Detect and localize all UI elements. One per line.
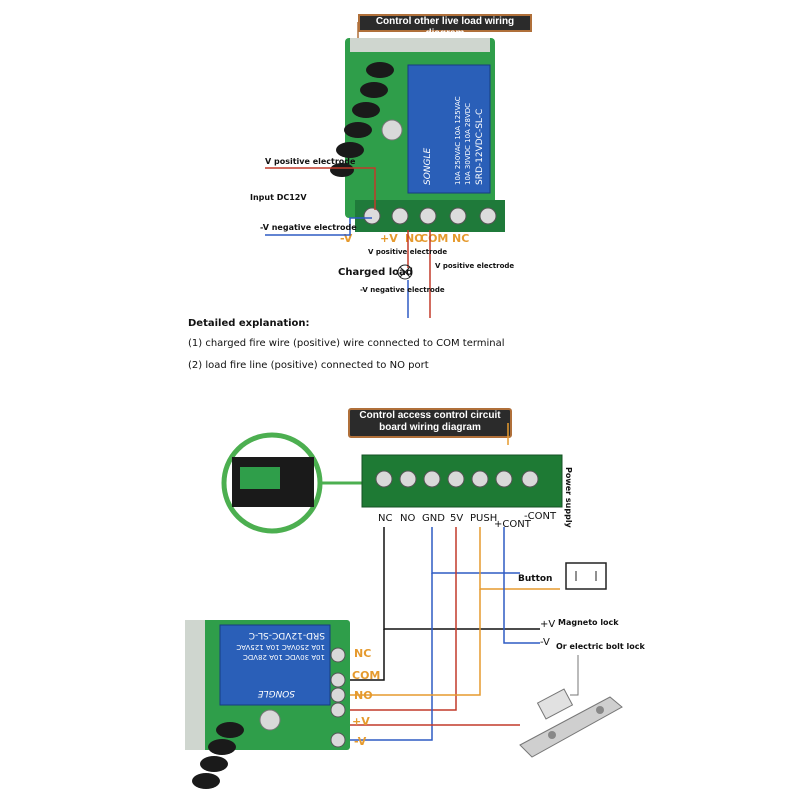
magneto-lock-label: Magneto lock: [558, 618, 619, 627]
relay-module-antenna: [192, 722, 244, 789]
load-bottom-label: -V negative electrode: [360, 286, 445, 294]
board-screws: [375, 470, 539, 488]
svg-text:NC: NC: [378, 513, 392, 524]
svg-text:-CONT: -CONT: [524, 511, 557, 522]
negative-wire: [265, 217, 372, 236]
bottom-wiring-diagram: Power supply NC NO GND 5V PUSH +CONT -CO…: [185, 423, 645, 789]
svg-text:SONGLE: SONGLE: [423, 147, 433, 185]
terminal-screws: [363, 207, 497, 225]
svg-text:10A 30VDC 10A 28VDC: 10A 30VDC 10A 28VDC: [464, 103, 472, 185]
svg-text:SRD-12VDC-SL-C: SRD-12VDC-SL-C: [249, 630, 325, 640]
relay-module-header: [185, 620, 205, 750]
bottom-title-line1: Control access control circuit: [359, 410, 501, 421]
capacitor: [381, 119, 403, 141]
power-supply-label: Power supply: [564, 467, 573, 529]
lock-leader: [570, 655, 579, 696]
svg-text:10A 250VAC 10A 125VAC: 10A 250VAC 10A 125VAC: [454, 96, 462, 185]
svg-text:GND: GND: [422, 513, 445, 524]
svg-text:NC: NC: [452, 232, 469, 245]
board-photo-pcb: [240, 467, 280, 489]
svg-text:10A 30VDC 10A 28VDC: 10A 30VDC 10A 28VDC: [243, 653, 325, 661]
explanation-item-1: (1) charged fire wire (positive) wire co…: [188, 338, 505, 349]
relay-label: SONGLE 10A 250VAC 10A 125VAC 10A 30VDC 1…: [423, 96, 485, 185]
label-v-positive: V positive electrode: [265, 157, 356, 166]
svg-text:NO: NO: [400, 513, 415, 524]
top-diagram-title: Control other live load wiring diagram: [358, 14, 532, 39]
relay-module-screws: [330, 647, 346, 748]
charged-load-icon: [397, 264, 413, 280]
label-v-negative: -V negative electrode: [260, 223, 357, 232]
svg-text:10A 250VAC 10A 125VAC: 10A 250VAC 10A 125VAC: [236, 643, 325, 651]
relay-module-relay: [219, 624, 331, 706]
wire-gnd-blue: [431, 527, 520, 574]
explanation-heading: Detailed explanation:: [188, 318, 310, 329]
svg-text:-V: -V: [340, 232, 353, 245]
button-icon: [565, 562, 607, 590]
svg-text:PUSH: PUSH: [470, 513, 497, 524]
svg-text:COM: COM: [352, 669, 380, 682]
svg-text:COM: COM: [420, 232, 448, 245]
wire-cont-blue: [503, 527, 540, 644]
wire-push-to-relay: [350, 589, 481, 696]
minus-v-label: -V: [540, 637, 550, 648]
svg-text:-V: -V: [354, 735, 367, 748]
relay-module-capacitor: [259, 709, 281, 731]
wire-5v-red: [350, 527, 457, 711]
svg-text:NO: NO: [354, 689, 373, 702]
positive-wire: [265, 167, 376, 210]
explanation-item-2: (2) load fire line (positive) connected …: [188, 360, 429, 371]
label-input-dc12v: Input DC12V: [250, 193, 307, 202]
svg-text:NO: NO: [405, 232, 424, 245]
wire-nc-to-com: [350, 629, 385, 681]
svg-text:NC: NC: [354, 647, 371, 660]
com-positive-label: V positive electrode: [435, 262, 514, 270]
antenna-coil: [330, 62, 394, 177]
wire-nc-black: [383, 527, 540, 630]
wire-gnd-to-relay: [350, 573, 433, 741]
terminal-labels: -V +V NO COM NC: [340, 232, 469, 245]
electric-bolt-lock-icon: [519, 688, 623, 758]
svg-text:+V: +V: [352, 715, 370, 728]
bottom-diagram-title: Control access control circuit board wir…: [348, 408, 512, 438]
load-top-label: V positive electrode: [368, 248, 447, 256]
svg-text:SONGLE: SONGLE: [257, 688, 295, 698]
board-terminal-labels: NC NO GND 5V PUSH +CONT -CONT: [378, 511, 557, 530]
relay-block: [407, 64, 491, 194]
pcb-header: [350, 38, 490, 52]
svg-text:+V: +V: [380, 232, 398, 245]
relay-terminal-labels: NC COM NO +V -V: [352, 647, 380, 748]
relay-module-text: SRD-12VDC-SL-C 10A 250VAC 10A 125VAC 10A…: [236, 630, 325, 698]
svg-text:+CONT: +CONT: [494, 519, 532, 530]
svg-text:5V: 5V: [450, 513, 463, 524]
button-label: Button: [518, 574, 552, 584]
bottom-title-line2: board wiring diagram: [379, 422, 481, 433]
top-wiring-diagram: SONGLE 10A 250VAC 10A 125VAC 10A 30VDC 1…: [250, 22, 514, 318]
bolt-lock-label: Or electric bolt lock: [556, 642, 645, 651]
plus-v-label: +V: [540, 619, 555, 630]
charged-load-label: Charged load: [338, 267, 413, 278]
svg-text:SRD-12VDC-SL-C: SRD-12VDC-SL-C: [475, 109, 485, 185]
